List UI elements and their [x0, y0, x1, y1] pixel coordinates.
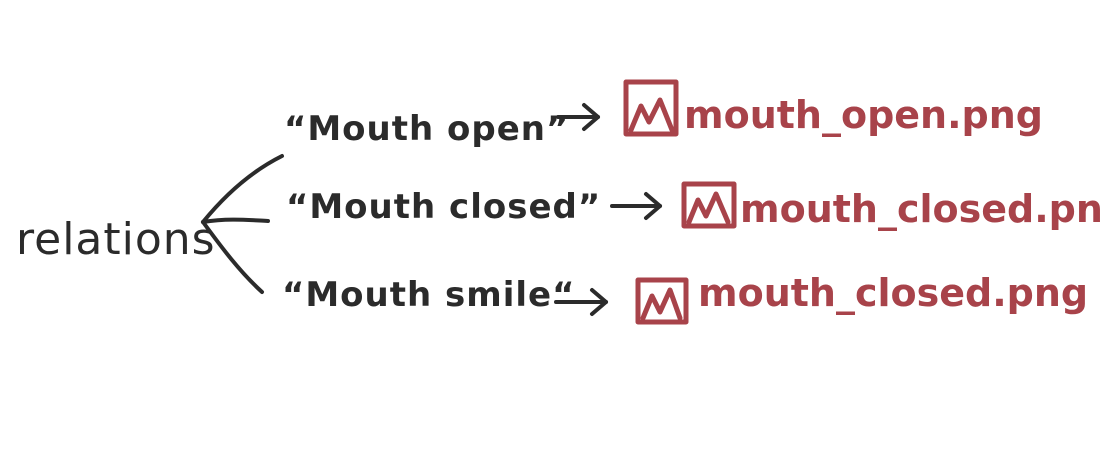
branch-line-2: [201, 217, 270, 224]
branch-row-1: “Mouth open” mouth_open.png: [284, 79, 1043, 149]
branch-line-3: [201, 220, 264, 294]
state-label-mouth-smile: “Mouth smile“: [282, 275, 575, 315]
branch-line-1: [201, 154, 284, 224]
branch-row-3: “Mouth smile“ mouth_closed.png: [282, 271, 1088, 325]
branch-row-2: “Mouth closed” mouth_closed.png: [286, 181, 1102, 231]
arrow-right-icon: [610, 192, 662, 220]
file-label-mouth-open: mouth_open.png: [684, 93, 1043, 137]
file-label-mouth-smile: mouth_closed.png: [698, 271, 1088, 315]
arrow-right-icon: [556, 103, 600, 131]
root-label: relations: [16, 214, 216, 265]
state-label-mouth-open: “Mouth open”: [284, 109, 569, 149]
file-label-mouth-closed: mouth_closed.png: [740, 187, 1102, 231]
image-file-icon: [635, 277, 689, 325]
arrow-right-icon: [554, 288, 608, 316]
state-label-mouth-closed: “Mouth closed”: [286, 187, 601, 227]
branch-connectors: [201, 154, 284, 294]
image-file-icon: [681, 181, 737, 229]
image-file-icon: [623, 79, 679, 137]
